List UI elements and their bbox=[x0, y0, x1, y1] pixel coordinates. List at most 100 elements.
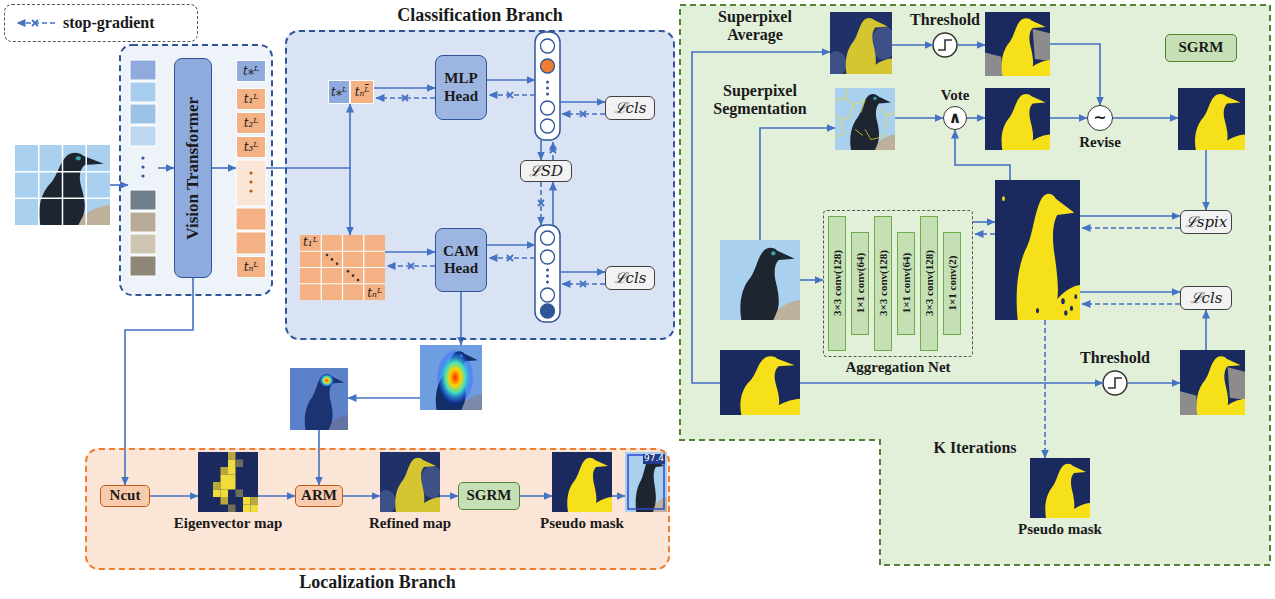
node-label: ℒcls bbox=[1190, 290, 1223, 307]
node-caption: Classification Branch bbox=[397, 5, 563, 26]
node-label: tₙᴸ bbox=[244, 261, 259, 273]
logit-vectors bbox=[535, 32, 560, 140]
map-images bbox=[826, 12, 896, 76]
map-images bbox=[1180, 350, 1245, 415]
connector-layer bbox=[125, 88, 625, 496]
node-label: 3×3 conv(128) bbox=[831, 251, 843, 317]
flow-line bbox=[487, 244, 535, 246]
patch-tokens bbox=[249, 171, 252, 174]
patch-tokens bbox=[236, 232, 266, 254]
node-caption: Aggregation Net bbox=[845, 359, 950, 376]
node-caption: 97.4 bbox=[643, 454, 665, 464]
connector-arrow bbox=[343, 495, 380, 497]
flow-line bbox=[110, 184, 128, 186]
annotation-label: Threshold bbox=[910, 11, 980, 29]
node-label: 3×3 conv(128) bbox=[877, 251, 889, 317]
panel-grounds bbox=[285, 30, 675, 340]
stop-gradient-line bbox=[1044, 320, 1046, 458]
map-images bbox=[198, 12, 1245, 518]
logit-vectors bbox=[541, 231, 555, 245]
input-image bbox=[15, 145, 110, 225]
patch-tokens bbox=[130, 82, 156, 102]
stop-gradient-line bbox=[1082, 303, 1180, 305]
flow-line bbox=[1080, 291, 1180, 293]
flow-line bbox=[1205, 150, 1207, 210]
head-box: CAM Head bbox=[435, 228, 487, 292]
loss-box: ℒspix bbox=[1180, 210, 1233, 234]
patch-tokens bbox=[141, 174, 144, 177]
token-matrix bbox=[352, 274, 355, 277]
flow-line bbox=[973, 221, 995, 223]
map-images bbox=[376, 452, 444, 514]
logit-vectors bbox=[546, 81, 549, 84]
token-matrix bbox=[336, 263, 339, 266]
node-label: ℒcls bbox=[614, 270, 647, 287]
node-label: 1×1 conv(64) bbox=[854, 253, 866, 313]
node-label: Vision Transformer bbox=[184, 97, 203, 240]
stop-gradient-line bbox=[580, 281, 586, 287]
logit-vectors bbox=[546, 275, 549, 278]
connector-arrow bbox=[374, 87, 435, 89]
patch-tokens bbox=[236, 160, 266, 206]
map-image: Pseudo mask bbox=[552, 452, 612, 512]
logit-vectors bbox=[546, 281, 549, 284]
connector-arrow bbox=[258, 495, 295, 497]
node-label: t₁ᴸ bbox=[244, 93, 259, 105]
threshold-symbol bbox=[1103, 371, 1127, 395]
token-box: tₙᴸ̄ bbox=[350, 80, 374, 104]
process-box: Ncut bbox=[100, 485, 150, 507]
input-image bbox=[15, 145, 110, 225]
branch-panel: t⁎ᴸtₙᴸ̄MLP HeadℒclsℒSDt₁ᴸtₙᴸCAM Headℒcls… bbox=[285, 30, 675, 340]
patch-tokens bbox=[141, 156, 144, 159]
threshold-symbol bbox=[1108, 378, 1122, 388]
patch-tokens bbox=[130, 126, 156, 146]
token-matrix bbox=[331, 258, 334, 261]
legend-label: stop-gradient bbox=[63, 14, 155, 32]
flow-line bbox=[560, 101, 605, 103]
loss-box: ℒcls bbox=[605, 96, 655, 120]
map-images bbox=[625, 452, 667, 512]
token-box: tₙᴸ bbox=[236, 256, 266, 278]
flow-line bbox=[1205, 310, 1207, 350]
stop-gradient-line bbox=[489, 257, 535, 259]
token-matrix bbox=[326, 254, 329, 257]
node-caption: Revise bbox=[1079, 134, 1121, 151]
token-box: t₁ᴸ bbox=[236, 88, 266, 110]
patch-tokens bbox=[130, 256, 156, 276]
panel-grounds bbox=[85, 448, 670, 570]
map-images bbox=[290, 368, 348, 430]
flow-line bbox=[158, 167, 174, 169]
node-label: ARM bbox=[301, 487, 337, 504]
stop-gradient-line bbox=[408, 263, 414, 269]
flow-line bbox=[487, 79, 535, 81]
node-label: ∧ bbox=[949, 110, 962, 126]
patch-tokens bbox=[249, 189, 252, 192]
threshold-symbol bbox=[933, 33, 957, 57]
process-box: SGRM bbox=[458, 482, 520, 510]
flow-line bbox=[460, 292, 462, 345]
conv-layer: 1×1 conv(64) bbox=[851, 232, 869, 335]
token-box: t⁎ᴸ bbox=[236, 60, 266, 82]
map-images bbox=[985, 88, 1050, 150]
legend-box: stop-gradient bbox=[4, 4, 198, 42]
legend-sample bbox=[13, 16, 57, 30]
token-box: t₃ᴸ bbox=[236, 136, 266, 158]
connector-arrow bbox=[125, 278, 193, 485]
token-matrix bbox=[347, 270, 350, 273]
branch-panel: NcutEigenvector mapARMRefined mapSGRMPse… bbox=[85, 448, 670, 570]
node-label: Ncut bbox=[110, 487, 141, 504]
logit-vectors bbox=[541, 39, 555, 53]
stop-gradient-line bbox=[376, 92, 1180, 458]
node-label: tₙᴸ̄ bbox=[355, 86, 370, 98]
patch-tokens bbox=[130, 190, 156, 210]
stop-gradient-line bbox=[580, 111, 586, 117]
stop-gradient-line bbox=[550, 147, 556, 153]
map-images bbox=[835, 88, 895, 150]
panel-grounds bbox=[85, 5, 1270, 570]
stop-gradient-line bbox=[402, 95, 408, 101]
conv-layer: 3×3 conv(128) bbox=[828, 216, 846, 351]
annotation-label: Superpixel Average bbox=[696, 8, 814, 45]
map-image: 97.4 bbox=[625, 452, 667, 512]
